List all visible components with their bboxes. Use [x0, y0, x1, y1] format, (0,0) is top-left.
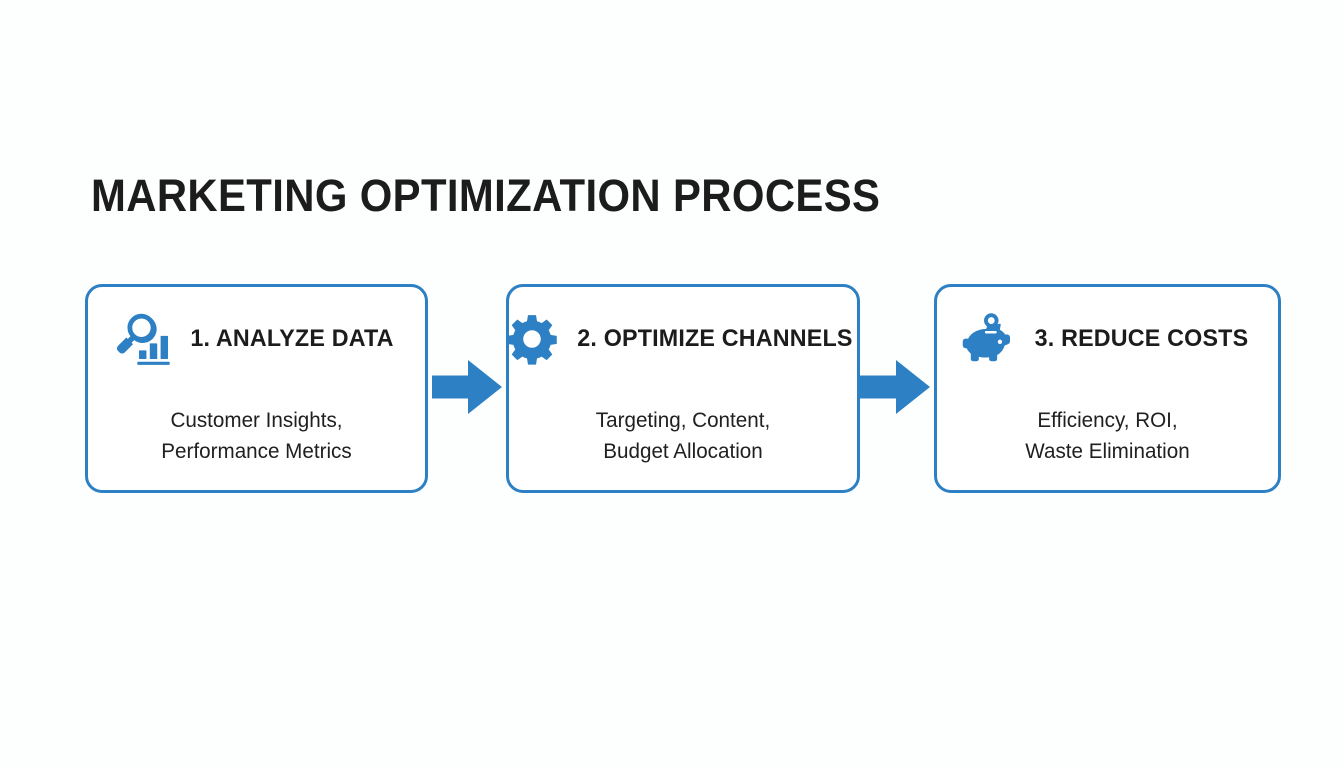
process-step-card-2[interactable]: 2. OPTIMIZE CHANNELS Targeting, Content,… — [506, 284, 860, 493]
step-2-header: 2. OPTIMIZE CHANNELS — [507, 308, 857, 370]
gear-icon — [507, 315, 557, 365]
arrow-step2-to-step3-icon — [860, 360, 930, 414]
step-2-body-line-1: Targeting, Content, — [595, 408, 771, 432]
step-3-body: Efficiency, ROI, Waste Elimination — [955, 405, 1259, 467]
piggy-bank-icon — [962, 313, 1011, 362]
magnifier-bar-chart-icon — [116, 313, 170, 365]
process-step-card-1[interactable]: 1. ANALYZE DATA Customer Insights, Perfo… — [85, 284, 428, 493]
step-3-body-line-1: Efficiency, ROI, — [1037, 408, 1178, 432]
page-title: MARKETING OPTIMIZATION PROCESS — [91, 170, 881, 221]
step-2-title: 2. OPTIMIZE CHANNELS — [577, 325, 853, 352]
step-1-body-line-2: Performance Metrics — [161, 439, 352, 463]
step-3-header: 3. REDUCE COSTS — [937, 308, 1278, 370]
arrow-step1-to-step2-icon — [432, 360, 502, 414]
step-1-title: 1. ANALYZE DATA — [189, 325, 394, 352]
process-flow-row: 1. ANALYZE DATA Customer Insights, Perfo… — [85, 284, 1281, 493]
process-step-card-3[interactable]: 3. REDUCE COSTS Efficiency, ROI, Waste E… — [934, 284, 1281, 493]
step-3-body-line-2: Waste Elimination — [1025, 439, 1190, 463]
step-1-body-line-1: Customer Insights, — [170, 408, 343, 432]
step-3-title: 3. REDUCE COSTS — [1034, 325, 1249, 352]
step-2-body: Targeting, Content, Budget Allocation — [527, 405, 838, 467]
step-1-body: Customer Insights, Performance Metrics — [106, 405, 406, 467]
step-2-body-line-2: Budget Allocation — [603, 439, 763, 463]
step-1-header: 1. ANALYZE DATA — [88, 308, 425, 370]
